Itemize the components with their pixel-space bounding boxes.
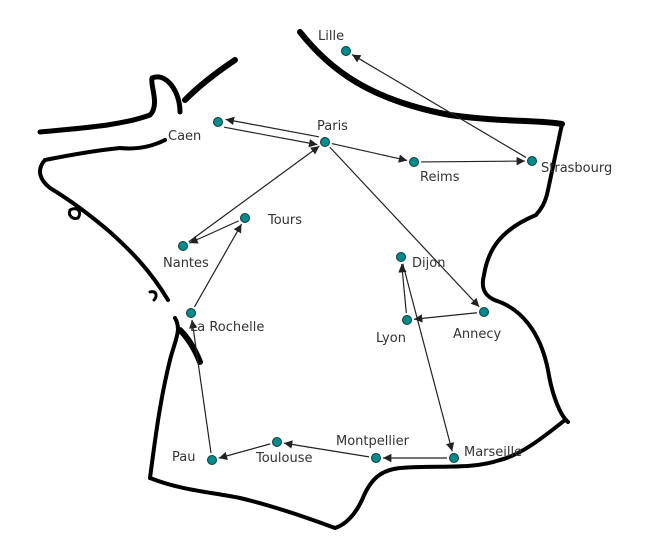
city-dot-icon[interactable] [213,117,223,127]
city-label: Toulouse [255,451,313,466]
route-arrow-tours-to-nantes [189,220,239,244]
city-label: Nantes [163,256,209,271]
city-marseille[interactable]: Marseille [449,445,523,463]
city-dot-icon[interactable] [371,453,381,463]
city-label: Strasbourg [541,161,612,176]
city-label: Dijon [412,256,445,271]
route-arrow-paris-to-caen [225,116,319,138]
city-dot-icon[interactable] [527,156,537,166]
city-lille[interactable]: Lille [318,29,351,56]
city-pau[interactable]: Pau [172,450,217,465]
route-arrow-montpellier-to-toulouse [283,440,370,458]
city-nantes[interactable]: Nantes [163,241,209,272]
city-dot-icon[interactable] [186,308,196,318]
city-dot-icon[interactable] [409,157,419,167]
city-label: Annecy [453,327,502,342]
route-arrow-caen-to-paris [224,126,318,148]
city-dot-icon[interactable] [402,315,412,325]
city-reims[interactable]: Reims [409,157,460,186]
city-label: Paris [317,119,348,134]
route-arrows [188,54,527,463]
city-dot-icon[interactable] [320,137,330,147]
city-dot-icon[interactable] [240,213,250,223]
route-arrow-paris-to-reims [331,142,408,163]
city-dot-icon[interactable] [479,307,489,317]
city-la-rochelle[interactable]: La Rochelle [186,308,265,336]
city-dot-icon[interactable] [396,252,406,262]
city-strasbourg[interactable]: Strasbourg [527,156,613,177]
route-arrow-annecy-to-lyon [413,312,478,323]
city-dot-icon[interactable] [449,453,459,463]
city-annecy[interactable]: Annecy [453,307,502,343]
route-arrow-reims-to-strasbourg [420,156,526,166]
city-label: Lille [318,29,344,44]
city-label: Reims [420,170,460,185]
route-arrow-toulouse-to-pau [218,443,271,460]
city-dot-icon[interactable] [207,455,217,465]
route-arrow-la-rochelle-to-tours [193,223,243,308]
france-outline [37,29,570,530]
city-dot-icon[interactable] [178,241,188,251]
route-arrow-nantes-to-paris [188,145,320,243]
city-label: Caen [168,129,201,144]
city-label: Pau [172,450,195,465]
route-arrow-lyon-to-dijon [398,263,407,314]
city-caen[interactable]: Caen [168,117,223,145]
city-label: Lyon [376,331,406,346]
city-toulouse[interactable]: Toulouse [255,437,313,467]
route-arrow-pau-to-la-rochelle [189,319,212,454]
city-label: La Rochelle [190,320,264,335]
city-label: Tours [267,213,302,228]
city-montpellier[interactable]: Montpellier [336,434,410,463]
city-paris[interactable]: Paris [317,119,348,147]
route-arrow-dijon-to-marseille [402,263,455,452]
route-arrow-strasbourg-to-lille [351,54,527,158]
city-dot-icon[interactable] [272,437,282,447]
route-arrow-paris-to-annecy [329,146,480,308]
city-tours[interactable]: Tours [240,213,303,228]
city-dot-icon[interactable] [341,46,351,56]
city-label: Montpellier [336,434,410,449]
city-lyon[interactable]: Lyon [376,315,412,347]
city-dijon[interactable]: Dijon [396,252,446,272]
city-label: Marseille [464,445,522,460]
